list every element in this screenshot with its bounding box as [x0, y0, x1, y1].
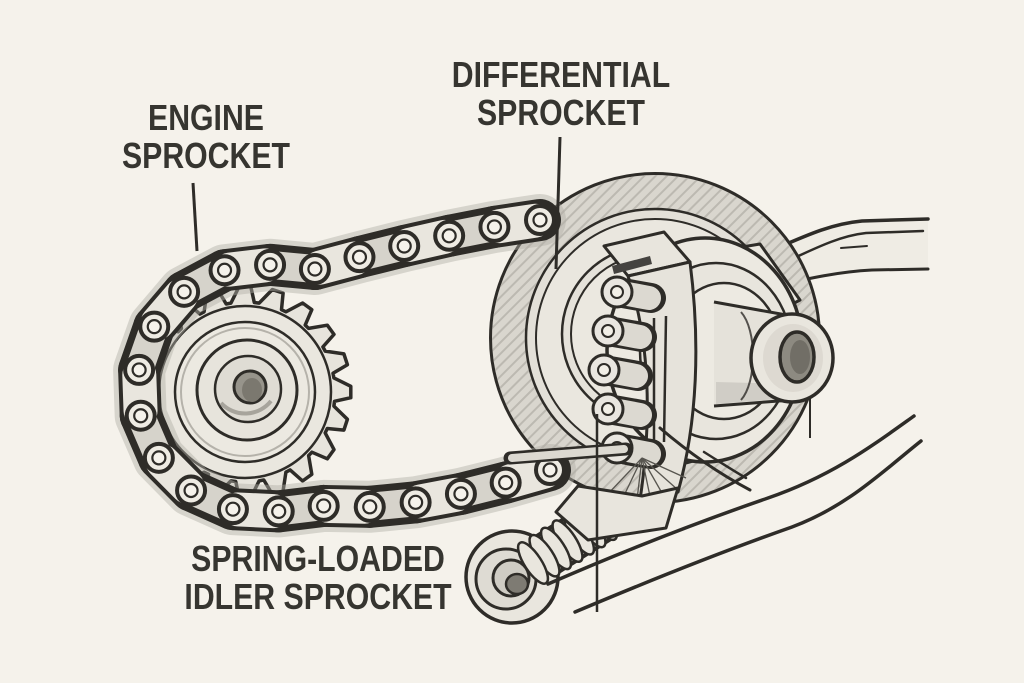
output-shaft: [713, 300, 835, 408]
label-idler-sprocket: SPRING-LOADED IDLER SPROCKET: [184, 540, 451, 616]
drive-chain: [113, 194, 576, 538]
bearing-rollers: [587, 275, 666, 469]
label-idler-line1: SPRING-LOADED: [191, 538, 445, 579]
engine-sprocket-gear: [137, 284, 353, 500]
label-diff-line1: DIFFERENTIAL: [451, 54, 671, 95]
label-differential-sprocket: DIFFERENTIAL SPROCKET: [452, 56, 670, 132]
bracket-foot: [554, 484, 680, 542]
leader-line-engine-sprocket: [191, 182, 199, 252]
leader-lines: [191, 136, 811, 612]
frame-tube-lower: [546, 414, 923, 614]
label-engine-line2: SPROCKET: [121, 135, 291, 176]
tensioner-rod: [503, 442, 633, 465]
label-diff-line2: SPROCKET: [476, 92, 646, 133]
leader-line-differential-sprocket: [554, 136, 562, 270]
label-engine-line1: ENGINE: [148, 97, 264, 138]
label-idler-line2: IDLER SPROCKET: [184, 576, 452, 617]
idler-bolt-bore: [504, 572, 530, 596]
differential-sprocket-assembly: [489, 172, 835, 542]
label-engine-sprocket: ENGINE SPROCKET: [122, 99, 290, 175]
